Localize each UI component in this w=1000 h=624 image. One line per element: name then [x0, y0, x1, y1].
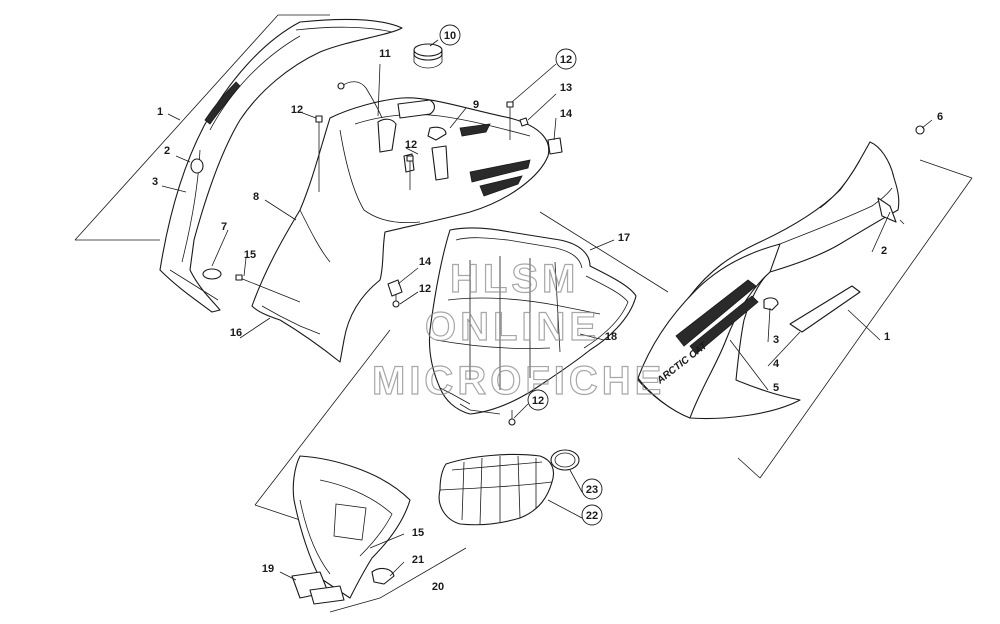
rivet-part-3	[190, 158, 204, 174]
air-duct-part-22	[438, 453, 555, 526]
callout-10: 10	[439, 24, 461, 46]
callout-number: 2	[881, 245, 887, 257]
callout-13: 13	[560, 82, 572, 94]
callout-number: 21	[412, 554, 424, 566]
watermark-line-1: HLSM	[450, 257, 579, 301]
callout-circle	[581, 504, 603, 526]
callout-1: 1	[157, 106, 163, 118]
callout-number: 6	[937, 111, 943, 123]
callout-number: 18	[605, 331, 617, 343]
callout-17: 17	[618, 232, 630, 244]
lower-bracket	[329, 547, 467, 613]
callout-number: 5	[773, 382, 779, 394]
watermark: HLSM ONLINE MICROFICHE	[371, 256, 665, 403]
callout-layer: 1237151681211109121213141412171812621345…	[152, 24, 943, 593]
left-bracket	[74, 14, 330, 241]
callout-number: 12	[291, 104, 303, 116]
callout-circle	[581, 478, 603, 500]
left-side-panel	[159, 18, 403, 313]
grommet-part-10	[413, 43, 443, 69]
callout-12: 12	[405, 139, 417, 151]
insert-part-21	[371, 567, 395, 585]
watermark-line-2: ONLINE	[425, 305, 600, 349]
mid-bracket	[254, 211, 669, 521]
callout-19: 19	[262, 563, 274, 575]
callout-15: 15	[412, 527, 424, 539]
callout-number: 10	[444, 30, 456, 42]
callout-20: 20	[432, 581, 444, 593]
front-hood	[251, 97, 550, 363]
callout-number: 14	[419, 256, 432, 268]
callout-2: 2	[164, 145, 170, 157]
callout-6: 6	[937, 111, 943, 123]
callout-number: 2	[164, 145, 170, 157]
callout-1: 1	[884, 331, 890, 343]
callout-number: 7	[221, 221, 227, 233]
decal-part-4	[789, 285, 861, 333]
callout-number: 4	[773, 358, 780, 370]
callout-18: 18	[605, 331, 617, 343]
callout-3: 3	[773, 334, 779, 346]
callout-2: 2	[881, 245, 887, 257]
callout-14: 14	[560, 108, 573, 120]
callout-number: 17	[618, 232, 630, 244]
callout-number: 13	[560, 82, 572, 94]
callout-15: 15	[244, 249, 256, 261]
o-ring-part-7	[202, 268, 222, 280]
callout-number: 16	[230, 327, 242, 339]
callout-12: 12	[555, 48, 577, 70]
callout-3: 3	[152, 176, 158, 188]
callout-number: 3	[773, 334, 779, 346]
callout-21: 21	[412, 554, 424, 566]
callout-23: 23	[581, 478, 603, 500]
callout-number: 9	[473, 99, 479, 111]
callout-circle	[555, 48, 577, 70]
watermark-line-3: MICROFICHE	[372, 359, 665, 403]
callout-8: 8	[253, 191, 259, 203]
right-side-panel: ARCTIC CAT	[637, 125, 925, 420]
callout-7: 7	[221, 221, 227, 233]
callout-number: 12	[419, 283, 431, 295]
callout-number: 1	[884, 331, 890, 343]
leader-lines	[161, 39, 933, 581]
callout-circle	[439, 24, 461, 46]
rivet-part-3-right	[763, 297, 779, 311]
callout-number: 15	[412, 527, 424, 539]
right-bracket	[737, 159, 973, 479]
callout-number: 12	[405, 139, 417, 151]
clamp-part-23	[550, 449, 580, 471]
callout-number: 11	[379, 48, 391, 60]
callout-number: 19	[262, 563, 274, 575]
callout-number: 15	[244, 249, 256, 261]
callout-5: 5	[773, 382, 779, 394]
callout-22: 22	[581, 504, 603, 526]
intake-box	[428, 227, 637, 415]
callout-number: 12	[560, 54, 572, 66]
callout-number: 1	[157, 106, 163, 118]
callout-12: 12	[419, 283, 431, 295]
callout-4: 4	[773, 358, 780, 370]
callout-14: 14	[419, 256, 432, 268]
callout-16: 16	[230, 327, 242, 339]
callout-number: 8	[253, 191, 259, 203]
callout-circle	[527, 389, 549, 411]
callout-number: 20	[432, 581, 444, 593]
callout-number: 23	[586, 484, 598, 496]
callout-12: 12	[527, 389, 549, 411]
callout-number: 14	[560, 108, 573, 120]
callout-number: 12	[532, 395, 544, 407]
callout-9: 9	[473, 99, 479, 111]
callout-number: 22	[586, 510, 598, 522]
screws	[235, 101, 516, 426]
callout-11: 11	[379, 48, 391, 60]
lower-bezel	[291, 455, 411, 605]
callout-number: 3	[152, 176, 158, 188]
callout-12: 12	[291, 104, 303, 116]
